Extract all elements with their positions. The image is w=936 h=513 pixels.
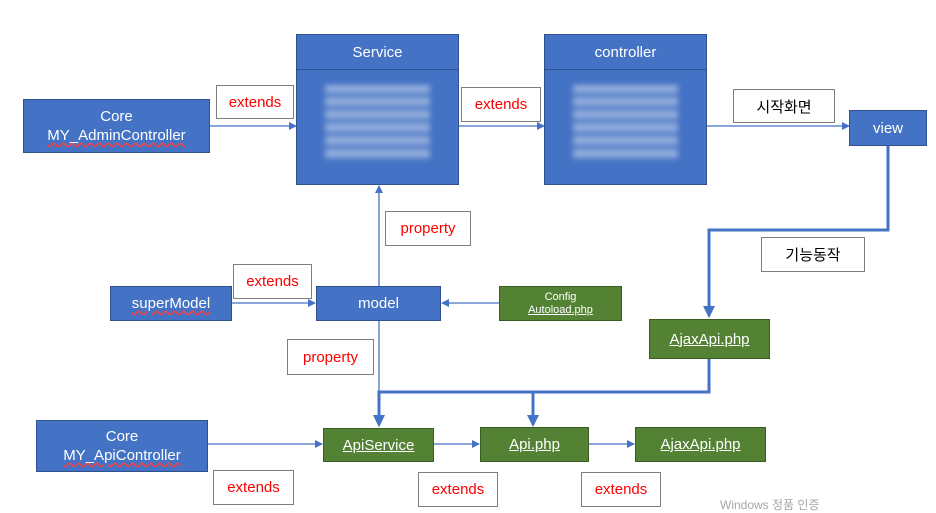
controller-title: controller [545,35,706,70]
core-apicontroller-line2: MY_ApiController [63,447,181,464]
controller-node: controller [544,34,707,185]
label-extends-apiservice-api: extends [418,472,498,507]
label-extends-supermodel-model: extends [233,264,312,299]
ajaxapi-bottom-label: AjaxApi.php [660,436,741,453]
arrow-ajaxapi-to-apiservice [373,359,711,427]
label-property-lower: property [287,339,374,375]
ajaxapi-top-label: AjaxApi.php [669,330,750,348]
supermodel-node: superModel [110,286,232,321]
controller-redacted-content [573,85,678,160]
service-title: Service [297,35,458,70]
config-line1: Config [544,290,577,303]
label-extends-api-ajax: extends [581,472,661,507]
apiphp-node: Api.php [480,427,589,462]
arrow-view-to-ajaxapi [703,146,890,318]
ajaxapi-top-node: AjaxApi.php [649,319,770,359]
label-property-upper: property [385,211,471,246]
service-redacted-content [325,85,430,160]
config-line2: Autoload.php [528,303,593,316]
config-autoload-node: Config Autoload.php [499,286,622,321]
view-node: view [849,110,927,146]
supermodel-label: superModel [131,295,211,312]
service-node: Service [296,34,459,185]
apiservice-node: ApiService [323,428,434,462]
core-admincontroller-node: Core MY_AdminController [23,99,210,153]
apiphp-label: Api.php [509,436,560,453]
label-extends-service-controller: extends [461,87,541,122]
core-apicontroller-line1: Core [105,428,139,445]
label-start-screen: 시작화면 [733,89,835,123]
view-label: view [872,119,903,137]
core-admincontroller-line1: Core [100,108,133,125]
label-function-action: 기능동작 [761,237,865,272]
label-extends-core-api: extends [213,470,294,505]
windows-activation-watermark: Windows 정품 인증 [720,498,820,512]
model-node: model [316,286,441,321]
ajaxapi-bottom-node: AjaxApi.php [635,427,766,462]
apiservice-label: ApiService [342,436,415,454]
label-extends-core-service: extends [216,85,294,119]
core-admincontroller-line2: MY_AdminController [47,127,186,144]
core-apicontroller-node: Core MY_ApiController [36,420,208,472]
model-label: model [358,295,399,312]
